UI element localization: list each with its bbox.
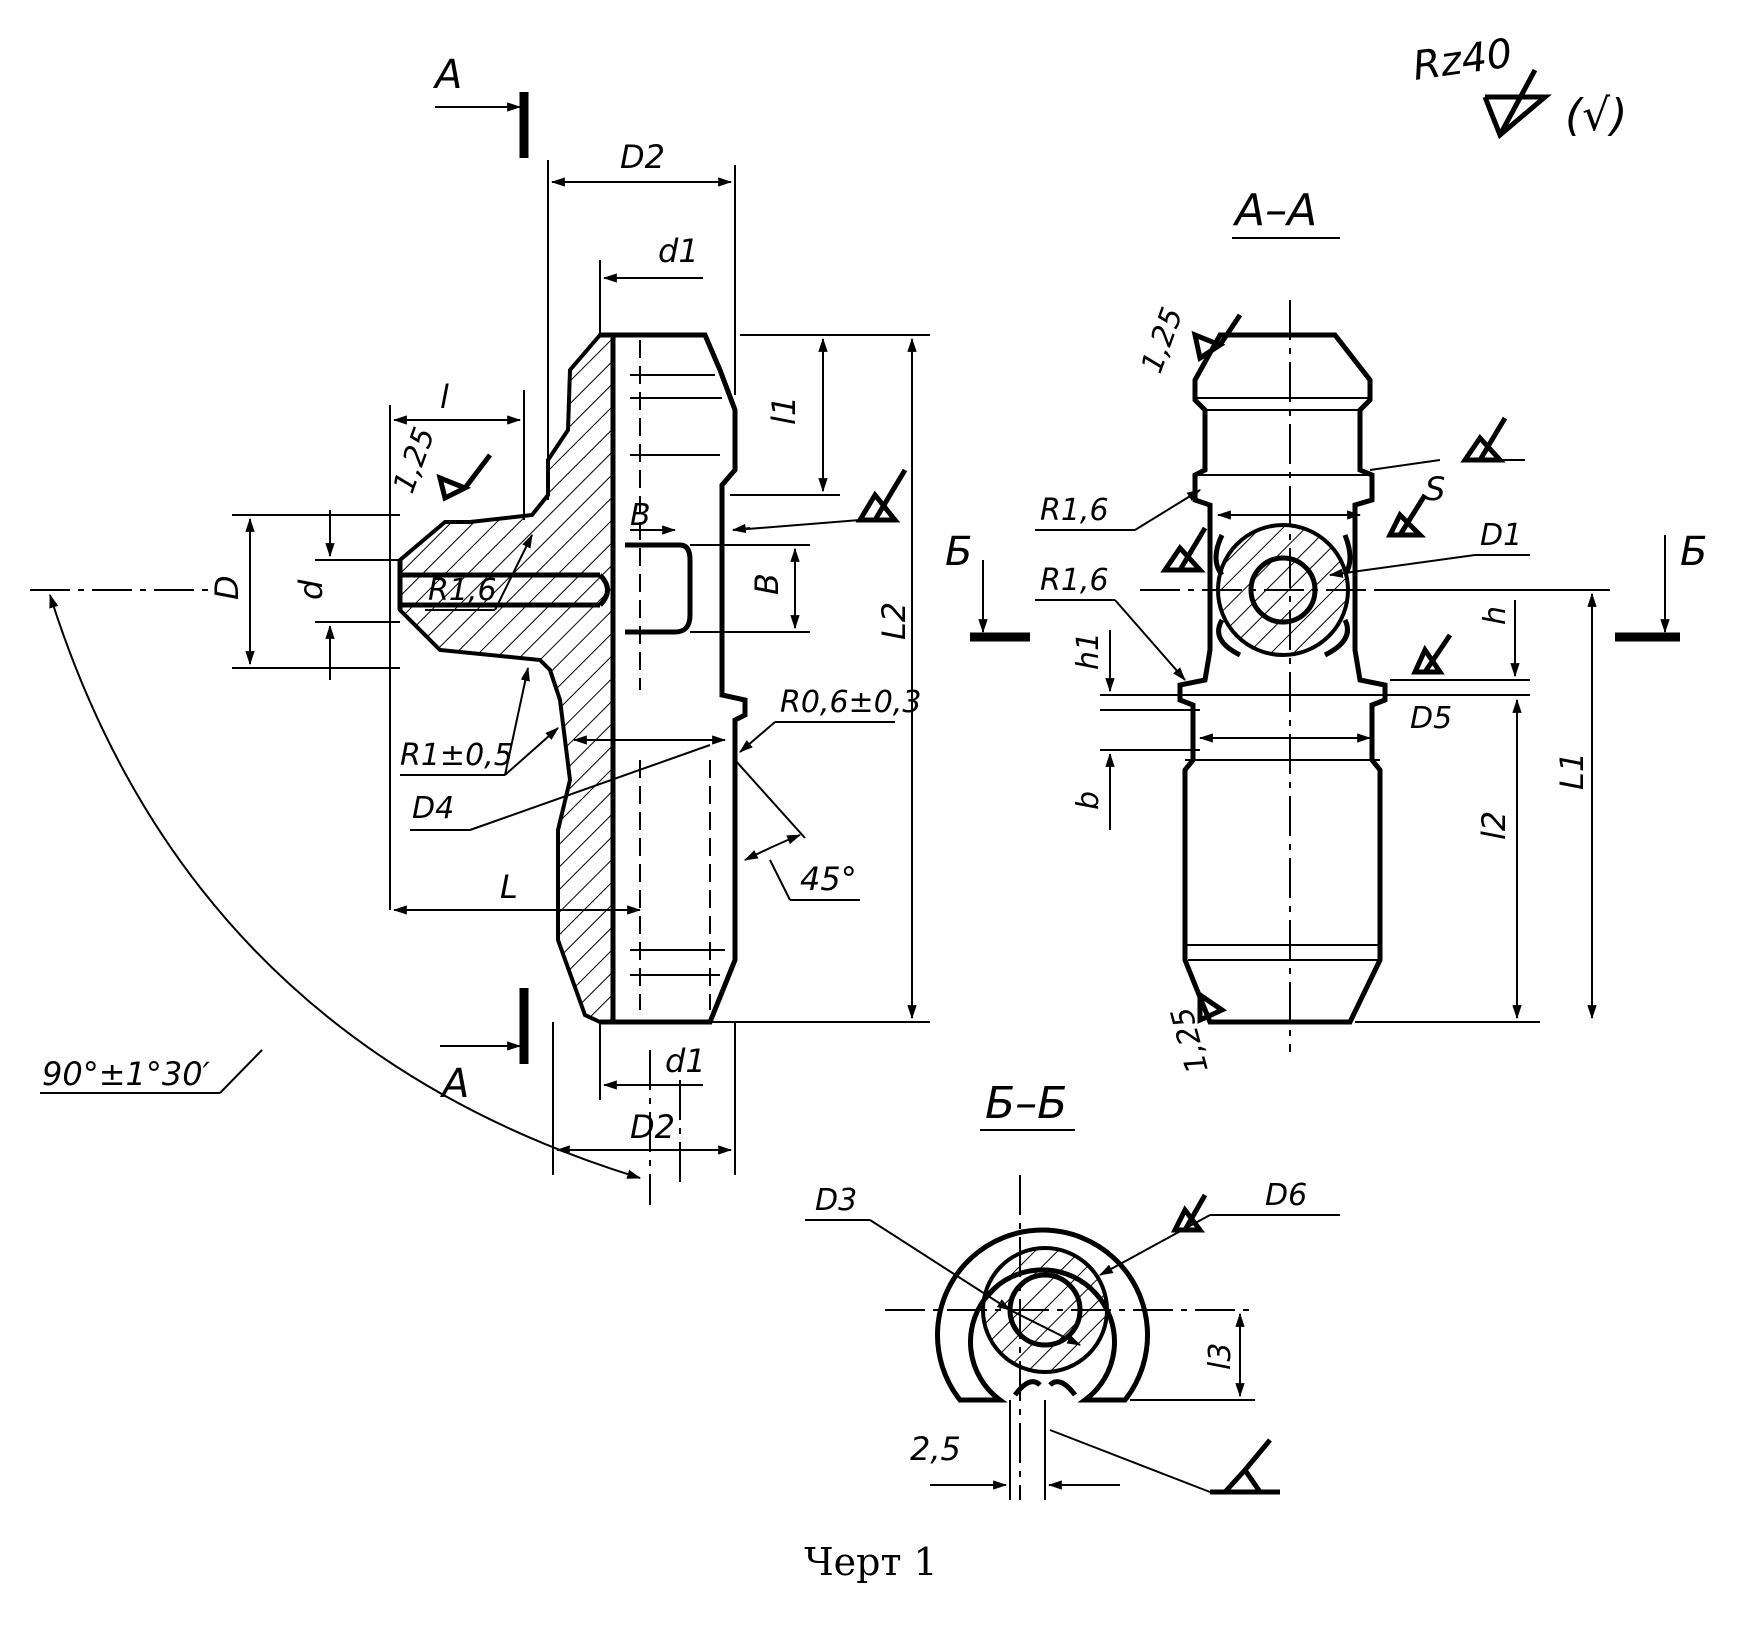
dim-S: S: [1425, 470, 1445, 508]
roughness-symbol: Rz40 (√): [1410, 30, 1627, 141]
dim-90deg: 90°±1°30′: [42, 1055, 211, 1093]
dim-D4: D4: [412, 791, 454, 826]
dim-w25: 2,5: [910, 1430, 961, 1468]
roughness-main-label: Rz40: [1410, 30, 1515, 89]
dim-h1: h1: [1071, 632, 1106, 670]
dim-D6: D6: [1265, 1178, 1307, 1213]
dim-l3: l3: [1203, 1343, 1238, 1370]
dim-D2-bottom: D2: [630, 1108, 675, 1146]
dim-45deg: 45°: [800, 860, 857, 898]
dim-L: L: [500, 868, 518, 906]
rough-125-main: 1,25: [387, 423, 443, 498]
dim-D: D: [208, 575, 246, 600]
dim-b: b: [1071, 791, 1106, 810]
dim-B-big: B: [748, 573, 786, 595]
section-mark-b-right: Б: [1615, 529, 1707, 642]
dim-d: d: [292, 579, 330, 600]
dim-d1-bottom: d1: [665, 1042, 706, 1080]
dim-D3: D3: [815, 1183, 857, 1218]
dim-L1: L1: [1553, 752, 1591, 790]
dim-l2: l2: [1475, 811, 1513, 840]
main-dimensions: D2 d1 l l1 L2 B B D: [40, 138, 930, 1179]
dim-R1-main: R1±0,5: [400, 738, 513, 773]
dim-h: h: [1478, 606, 1513, 625]
section-bb-title: Б–Б: [985, 1078, 1067, 1129]
section-mark-a-top: А: [432, 52, 529, 158]
section-letter-a-top: А: [432, 52, 462, 98]
dim-L2: L2: [875, 602, 913, 640]
dim-R16-aa-b: R1,6: [1040, 563, 1109, 598]
section-mark-a-bottom: А: [439, 988, 529, 1107]
roughness-other-label: (√): [1565, 90, 1627, 141]
section-mark-b-left: Б: [945, 529, 1030, 642]
dim-R06-main: R0,6±0,3: [780, 685, 921, 720]
dim-B-small: B: [630, 498, 651, 533]
section-letter-b-left: Б: [945, 529, 972, 575]
dim-D2-top: D2: [620, 138, 665, 176]
dim-l: l: [440, 378, 449, 416]
section-aa: А–А 1,25 R1,6 S D1 R1,6: [1035, 185, 1610, 1077]
section-aa-title: А–А: [1232, 185, 1317, 236]
section-bb: Б–Б D3 D6 l3 2,5: [805, 1078, 1340, 1500]
dim-D5: D5: [1410, 701, 1452, 736]
rough-125-aa-top: 1,25: [1135, 303, 1191, 378]
dim-R16-aa-a: R1,6: [1040, 493, 1109, 528]
section-letter-b-right: Б: [1680, 529, 1707, 575]
figure-caption: Черт 1: [804, 1540, 938, 1584]
dim-d1-top: d1: [658, 232, 699, 270]
dim-l1: l1: [765, 396, 803, 425]
dim-R16-main: R1,6: [428, 573, 497, 608]
dim-D1: D1: [1480, 518, 1522, 553]
